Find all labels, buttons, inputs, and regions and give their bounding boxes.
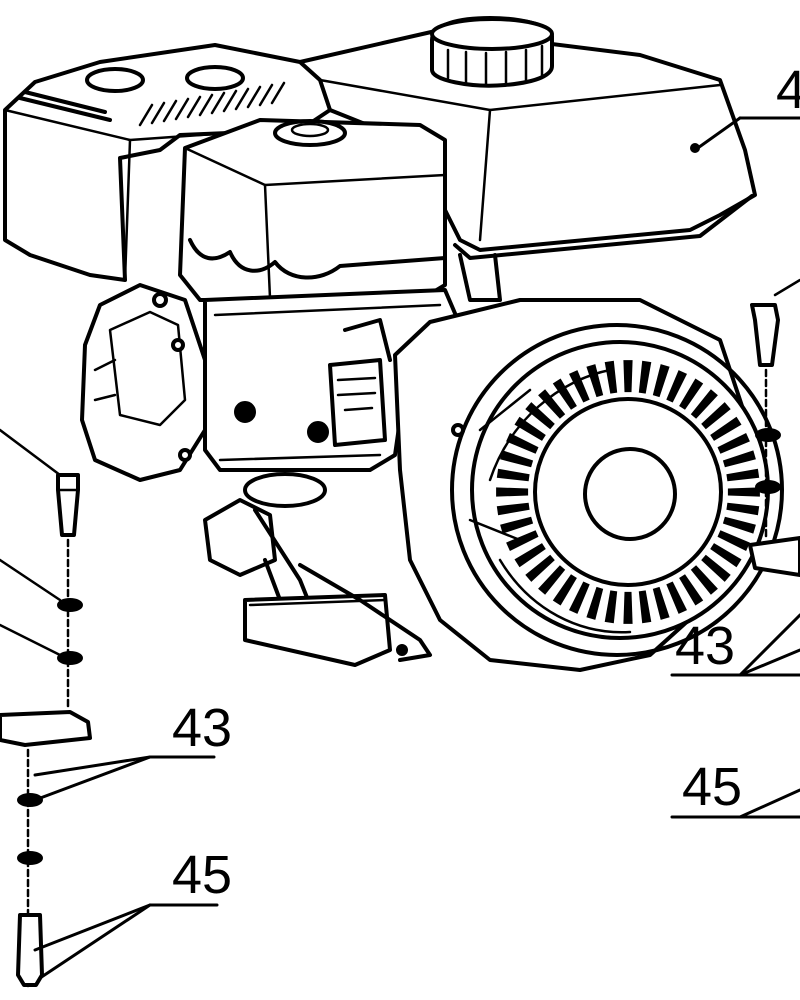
cooling-fin xyxy=(652,586,670,620)
cooling-fin xyxy=(496,468,530,482)
cooling-fin xyxy=(690,565,718,595)
cooling-fin xyxy=(506,530,539,551)
cooling-fin xyxy=(666,370,687,403)
cooling-fin xyxy=(569,370,590,403)
cooling-fin xyxy=(722,450,756,468)
muffler xyxy=(80,283,207,482)
cooling-fin xyxy=(727,487,760,497)
cylinder-head xyxy=(178,118,447,302)
cooling-fin xyxy=(690,389,718,419)
cooling-fin xyxy=(552,574,577,606)
cooling-fin xyxy=(496,487,529,497)
cooling-fin xyxy=(726,502,760,516)
cooling-fin xyxy=(506,433,539,454)
cooling-fin xyxy=(710,543,742,568)
cooling-fin xyxy=(638,590,652,624)
cooling-fin xyxy=(496,502,530,516)
cooling-fin xyxy=(525,554,555,582)
callout-43-left: 43 xyxy=(172,698,232,758)
cooling-fin xyxy=(623,591,633,624)
cooling-fin xyxy=(569,581,590,614)
cooling-fin xyxy=(717,433,750,454)
cooling-fin xyxy=(514,416,546,441)
cooling-fin xyxy=(710,416,742,441)
callout-45-left: 45 xyxy=(172,845,232,905)
cooling-fin xyxy=(726,468,760,482)
cooling-fin xyxy=(701,402,731,430)
cooling-fin xyxy=(679,574,704,606)
callout-45-right: 45 xyxy=(682,757,742,817)
cooling-fin xyxy=(500,516,534,534)
cooling-fin xyxy=(604,590,618,624)
cooling-fin xyxy=(722,516,756,534)
engine-base xyxy=(243,563,432,667)
cooling-fin xyxy=(525,402,555,430)
callout-4: 4 xyxy=(776,60,800,120)
cooling-fin xyxy=(666,581,687,614)
air-cleaner xyxy=(3,43,332,282)
left-mounting-hardware xyxy=(0,428,92,992)
cooling-fin xyxy=(701,554,731,582)
cooling-fin xyxy=(604,360,618,394)
cooling-fin xyxy=(586,586,604,620)
cooling-fins xyxy=(496,360,760,624)
cooling-fin xyxy=(538,565,566,595)
cooling-fin xyxy=(679,378,704,410)
cooling-fin xyxy=(652,364,670,398)
cooling-fin xyxy=(538,389,566,419)
carburetor xyxy=(203,472,327,607)
fuel-cap xyxy=(430,16,554,88)
right-mounting-hardware xyxy=(748,278,800,577)
cooling-fin xyxy=(638,360,652,394)
cooling-fin xyxy=(552,378,577,410)
callout-43-right: 43 xyxy=(675,616,735,676)
leader-lines xyxy=(33,116,800,980)
cooling-fin xyxy=(717,530,750,551)
cooling-fin xyxy=(500,450,534,468)
cooling-fin xyxy=(623,360,633,393)
cooling-fin xyxy=(514,543,546,568)
cooling-fin xyxy=(586,364,604,398)
